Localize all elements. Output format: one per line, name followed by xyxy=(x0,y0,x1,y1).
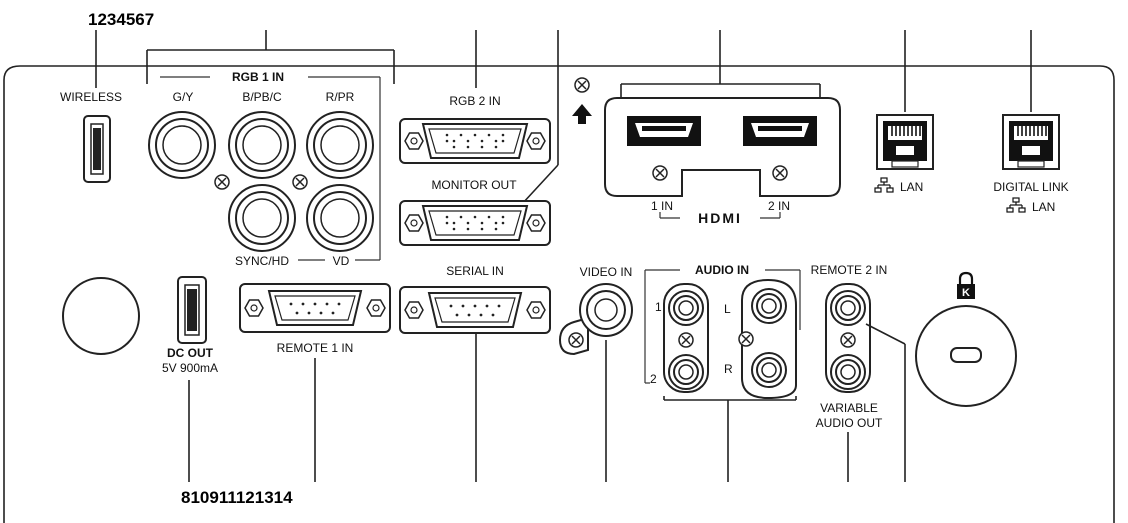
remote2-in-label: REMOTE 2 IN xyxy=(811,263,888,277)
screw-icon xyxy=(214,174,230,190)
security-lock-icon: K xyxy=(957,271,975,299)
hdmi-logo: HDMI xyxy=(698,210,742,226)
audio-in-1-rca-jack-icon[interactable] xyxy=(668,290,704,326)
hdmi-logo-bracket xyxy=(659,212,781,219)
screw-icon xyxy=(292,174,308,190)
rgb1-in-bracket xyxy=(160,76,381,261)
bottom-leader-lines xyxy=(188,323,906,482)
audio-2-label: 2 xyxy=(650,372,657,386)
audio-in-bracket xyxy=(644,269,801,384)
screw-icon xyxy=(738,331,754,347)
variable-label: VARIABLE xyxy=(820,401,878,415)
audio-in-label: AUDIO IN xyxy=(695,263,749,277)
dc-out-spec-label: 5V 900mA xyxy=(162,361,218,375)
arrow-up-icon xyxy=(572,104,592,124)
sync-hd-label: SYNC/HD xyxy=(235,254,289,268)
digital-link-label: DIGITAL LINK xyxy=(993,180,1068,194)
hdmi-panel-outline xyxy=(604,97,841,197)
bnc-vd-connector-icon[interactable] xyxy=(306,184,374,252)
rgb2-in-connector-icon[interactable] xyxy=(399,118,551,164)
remote2-in-rca-jack-icon[interactable] xyxy=(830,290,866,326)
digital-link-lan-label: LAN xyxy=(1032,200,1055,214)
svg-text:K: K xyxy=(962,287,970,299)
screw-icon xyxy=(568,332,584,348)
wireless-usb-port-icon[interactable] xyxy=(83,115,111,183)
bpbc-label: B/PB/C xyxy=(242,90,282,104)
hdmi-1in-label: 1 IN xyxy=(651,199,673,213)
bnc-gy-connector-icon[interactable] xyxy=(148,111,216,179)
vd-label: VD xyxy=(333,254,350,268)
remote1-in-label: REMOTE 1 IN xyxy=(277,341,354,355)
audio-in-3-l-rca-jack-icon[interactable] xyxy=(751,288,787,324)
screw-icon xyxy=(574,77,590,93)
bnc-rpr-connector-icon[interactable] xyxy=(306,111,374,179)
digital-link-rj45-port-icon[interactable] xyxy=(1002,114,1060,170)
remote1-in-connector-icon[interactable] xyxy=(239,283,391,333)
hdmi-2-port-icon[interactable] xyxy=(743,116,817,146)
network-icon xyxy=(874,177,894,193)
lan-label: LAN xyxy=(900,180,923,194)
hdmi-1-port-icon[interactable] xyxy=(627,116,701,146)
audio-out-label: AUDIO OUT xyxy=(816,416,883,430)
audio-l-label: L xyxy=(724,302,731,316)
hdmi-2in-label: 2 IN xyxy=(768,199,790,213)
round-cap xyxy=(62,277,140,355)
lan-rj45-port-icon[interactable] xyxy=(876,114,934,170)
bnc-bpbc-connector-icon[interactable] xyxy=(228,111,296,179)
screw-icon xyxy=(652,165,668,181)
panel-outline xyxy=(3,65,1115,523)
screw-icon xyxy=(772,165,788,181)
dc-out-label: DC OUT xyxy=(167,346,214,360)
screw-icon xyxy=(678,332,694,348)
top-leader-lines xyxy=(95,30,1032,205)
rpr-label: R/PR xyxy=(326,90,355,104)
screw-icon xyxy=(840,332,856,348)
bnc-synchd-connector-icon[interactable] xyxy=(228,184,296,252)
security-slot[interactable] xyxy=(915,305,1017,407)
monitor-out-label: MONITOR OUT xyxy=(431,178,517,192)
rgb2-in-label: RGB 2 IN xyxy=(449,94,500,108)
top-callout-numbers: 1234567 xyxy=(88,10,154,29)
rgb1-in-label: RGB 1 IN xyxy=(232,70,284,84)
network-icon xyxy=(1006,197,1026,213)
audio-1-label: 1 xyxy=(655,300,662,314)
audio-r-label: R xyxy=(724,362,733,376)
video-in-label: VIDEO IN xyxy=(580,265,633,279)
audio-in-3-r-rca-jack-icon[interactable] xyxy=(751,352,787,388)
audio-in-2-rca-jack-icon[interactable] xyxy=(668,354,704,390)
variable-audio-out-rca-jack-icon[interactable] xyxy=(830,354,866,390)
gy-label: G/Y xyxy=(173,90,194,104)
dc-out-usb-port-icon[interactable] xyxy=(177,276,207,344)
wireless-label: WIRELESS xyxy=(60,90,122,104)
serial-in-label: SERIAL IN xyxy=(446,264,504,278)
serial-in-connector-icon[interactable] xyxy=(399,286,551,334)
monitor-out-connector-icon[interactable] xyxy=(399,200,551,246)
bottom-callout-numbers: 810911121314 xyxy=(181,488,293,507)
